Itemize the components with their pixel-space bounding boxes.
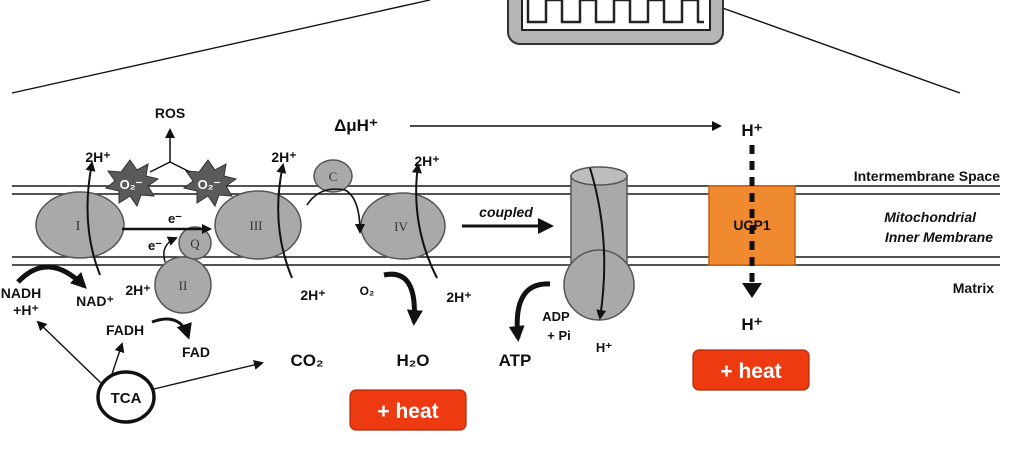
complex-ii-label: II: [179, 278, 188, 293]
complex-iii-label: III: [250, 218, 263, 233]
h-ucp-bottom-label: H⁺: [741, 315, 762, 334]
complex-i-label: I: [76, 219, 81, 234]
proton-arrow-c1: [85, 161, 101, 276]
e-label-1: e⁻: [168, 211, 182, 226]
fadh-label: FADH: [106, 322, 144, 338]
tca-to-fadh-arrow: [111, 342, 125, 375]
heat-box-right: + heat: [692, 349, 810, 391]
ucp1-channel: UCP1: [708, 145, 796, 298]
c-label: C: [329, 169, 338, 184]
ros-arrow: [149, 128, 191, 173]
e-label-2: e⁻: [148, 238, 162, 253]
complex-ii: II: [154, 256, 212, 314]
fad-label: FAD: [182, 344, 210, 360]
adp-label-2: + Pi: [547, 328, 571, 343]
h-label-c1: 2H⁺: [85, 149, 110, 165]
superoxide-2-label: O₂⁻: [198, 177, 221, 192]
tca-label: TCA: [111, 390, 142, 407]
h-ucp-top-label: H⁺: [741, 121, 762, 140]
intermembrane-space-label: Intermembrane Space: [854, 168, 1000, 184]
h-label-c3: 2H⁺: [271, 149, 296, 165]
atp-synthase: [563, 166, 635, 321]
heat-box-left: + heat: [349, 389, 467, 431]
tca-cycle: TCA: [96, 370, 156, 424]
proton-arrow-c4: [411, 163, 438, 279]
zoom-line-right: [699, 0, 961, 94]
complex-iii: III: [214, 190, 302, 260]
mitochondrion-icon: [507, 0, 724, 45]
nadh-label-2: +H⁺: [13, 302, 39, 318]
cyt-c-arrow: [306, 188, 365, 234]
coupled-label: coupled: [479, 204, 533, 220]
tca-to-co2-arrow: [153, 360, 264, 390]
h-atpase-label: H⁺: [596, 340, 612, 355]
zoom-line-left: [11, 0, 431, 94]
heat-left-label: + heat: [377, 400, 438, 423]
ros-label: ROS: [155, 105, 185, 121]
adp-label-1: ADP: [542, 309, 570, 324]
h-label-c3-matrix: 2H⁺: [300, 287, 325, 303]
ubiquinone-q: Q: [178, 226, 212, 260]
complex-iv: IV: [360, 192, 446, 260]
heat-right-label: + heat: [720, 360, 781, 383]
complex-i: I: [35, 191, 125, 259]
nad-label: NAD⁺: [76, 293, 114, 309]
co2-label: CO₂: [290, 351, 323, 370]
q-label: Q: [190, 236, 200, 251]
atp-label: ATP: [499, 351, 532, 370]
nadh-arrow: [16, 264, 87, 289]
h-label-c4-matrix: 2H⁺: [446, 289, 471, 305]
o2-arrow: [383, 271, 423, 326]
nadh-label-1: NADH: [1, 285, 41, 301]
complex-iv-label: IV: [394, 219, 408, 234]
tca-to-nadh-arrow: [36, 320, 103, 385]
membrane-label-line1: Mitochondrial: [884, 209, 977, 225]
h-label-c2-matrix: 2H⁺: [125, 282, 150, 298]
superoxide-star-1: O₂⁻: [104, 159, 160, 208]
superoxide-star-2: O₂⁻: [182, 159, 238, 208]
o2-label: O₂: [360, 284, 375, 298]
h-label-c4: 2H⁺: [414, 153, 439, 169]
h2o-label: H₂O: [396, 351, 429, 370]
fadh-arrow: [151, 317, 192, 340]
electron-arrow-c2: [163, 236, 178, 263]
atp-arrow: [508, 281, 551, 342]
cytochrome-c: C: [313, 159, 353, 193]
membrane-label-line2: Inner Membrane: [885, 229, 993, 245]
matrix-label: Matrix: [953, 280, 994, 296]
delta-mu-label: ΔμH⁺: [334, 116, 378, 135]
proton-arrow-c3: [276, 163, 293, 279]
superoxide-1-label: O₂⁻: [120, 177, 143, 192]
